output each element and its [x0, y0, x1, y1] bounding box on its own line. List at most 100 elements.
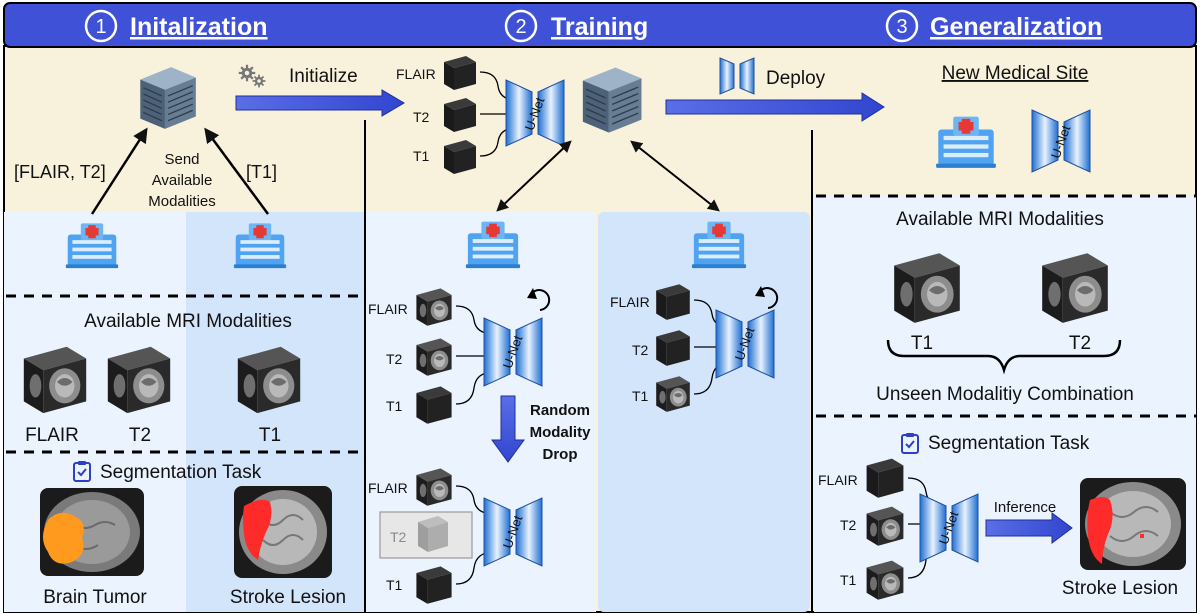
site-a-flair-label: FLAIR [368, 301, 408, 317]
initialize-label: Initialize [289, 66, 358, 87]
inference-label: Inference [994, 499, 1057, 516]
header-section-3: 3 Generalization [885, 9, 1102, 43]
top-flair-label: FLAIR [396, 66, 436, 82]
top-t1-label: T1 [413, 148, 430, 164]
section-2-title: Training [551, 13, 648, 41]
site-b-t1-cube [656, 376, 690, 412]
gen-t1-cube [866, 560, 904, 600]
new-site-unet-icon [1031, 109, 1091, 173]
stroke-lesion-scan [234, 486, 332, 578]
gen-t2-volume-icon [1042, 253, 1108, 323]
initialize-arrow [235, 89, 405, 117]
send-label-line-3: Modalities [148, 193, 216, 210]
site-b-flair-label: FLAIR [610, 294, 650, 310]
refresh-loop-arrowhead [527, 288, 537, 299]
section-3-title: Generalization [930, 13, 1102, 41]
send-arrow-left [90, 127, 148, 215]
drop-label-line-3: Drop [543, 446, 578, 463]
site-b-flair-cube [656, 284, 690, 320]
gen-modalities-title: Available MRI Modalities [896, 209, 1104, 230]
unseen-combination-label: Unseen Modalitiy Combination [876, 384, 1134, 405]
site-a-t1-label: T1 [386, 398, 403, 414]
t2-cube-icon [444, 98, 476, 132]
brain-tumor-label: Brain Tumor [43, 587, 147, 608]
header-section-1: 1 Initalization [84, 9, 268, 43]
site-a-t1-cube [416, 386, 452, 424]
init-task-title: Segmentation Task [100, 462, 262, 483]
dropped-flair-cube [416, 468, 452, 506]
t1-volume-icon [237, 346, 301, 414]
gen-flair-label: FLAIR [818, 472, 858, 488]
inference-arrow [985, 512, 1073, 544]
site-a-t2-cube [416, 338, 452, 376]
dropped-flair-label: FLAIR [368, 480, 408, 496]
mid-site-b-panel [598, 212, 810, 612]
section-3-number-circle [885, 9, 919, 43]
dropped-t2-cube [418, 516, 448, 552]
drop-label-line-1: Random [530, 402, 590, 419]
section-1-number-circle [84, 9, 118, 43]
modality-t1-label: T1 [259, 425, 281, 446]
section-2-number: 2 [515, 16, 526, 38]
site-a-flair-cube [416, 288, 452, 326]
inference-result-scan [1080, 478, 1186, 570]
deploy-label: Deploy [766, 68, 826, 89]
site-b-t2-cube [656, 330, 690, 366]
section-1-number: 1 [95, 16, 106, 38]
flair-volume-icon [23, 346, 87, 414]
gen-t1-label: T1 [911, 333, 933, 354]
site-a-unet-block [483, 317, 543, 387]
dropped-t1-label: T1 [386, 577, 403, 593]
gen-t2-label: T2 [1069, 333, 1091, 354]
gen-t1-volume-icon [894, 253, 960, 323]
send-arrow-right [204, 127, 270, 215]
header-section-2: 2 Training [504, 9, 648, 43]
right-modalities-tag: [T1] [246, 162, 277, 182]
drop-label-line-2: Modality [530, 424, 591, 441]
gear-icon [238, 64, 256, 82]
gear-icon [252, 74, 266, 88]
brain-tumor-scan [40, 488, 144, 576]
t2-volume-icon [107, 346, 171, 414]
gen-unet-block [919, 493, 979, 563]
send-label-line-1: Send [164, 151, 199, 168]
sync-arrow-right [630, 140, 720, 212]
result-label: Stroke Lesion [1062, 578, 1178, 599]
gen-t2-label-small: T2 [840, 517, 857, 533]
refresh-loop-arrowhead [755, 286, 765, 297]
sync-arrow-left [496, 140, 572, 212]
gen-t1-label-small: T1 [840, 572, 857, 588]
site-a-t2-label: T2 [386, 351, 403, 367]
modality-flair-label: FLAIR [25, 425, 79, 446]
dropped-t1-cube [416, 566, 452, 604]
deploy-arrow [665, 92, 885, 122]
site-b-t2-label: T2 [632, 342, 649, 358]
stroke-lesion-label: Stroke Lesion [230, 587, 346, 608]
section-3-number: 3 [896, 16, 907, 38]
new-site-title: New Medical Site [942, 63, 1089, 84]
dropped-unet-block [483, 497, 543, 567]
section-1-title: Initalization [130, 13, 268, 41]
site-b-unet-block [715, 309, 775, 379]
gen-t2-cube [866, 506, 904, 546]
init-modalities-title: Available MRI Modalities [84, 311, 292, 332]
modality-t2-label: T2 [129, 425, 151, 446]
gen-flair-cube [866, 458, 904, 498]
central-server-icon [139, 66, 197, 130]
t1-cube-icon [444, 140, 476, 174]
unseen-combination-brace [886, 339, 1122, 375]
deploy-unet-icon [719, 57, 755, 95]
top-t2-label: T2 [413, 109, 430, 125]
section-2-number-circle [504, 9, 538, 43]
left-modalities-tag: [FLAIR, T2] [14, 162, 106, 182]
gen-task-title: Segmentation Task [928, 433, 1090, 454]
training-server-icon [582, 66, 643, 134]
dropped-t2-label: T2 [390, 529, 407, 545]
top-unet-block [505, 79, 565, 147]
site-b-t1-label: T1 [632, 388, 649, 404]
send-label-line-2: Available [152, 172, 213, 189]
random-drop-arrow [491, 395, 525, 463]
flair-cube-icon [444, 56, 476, 90]
